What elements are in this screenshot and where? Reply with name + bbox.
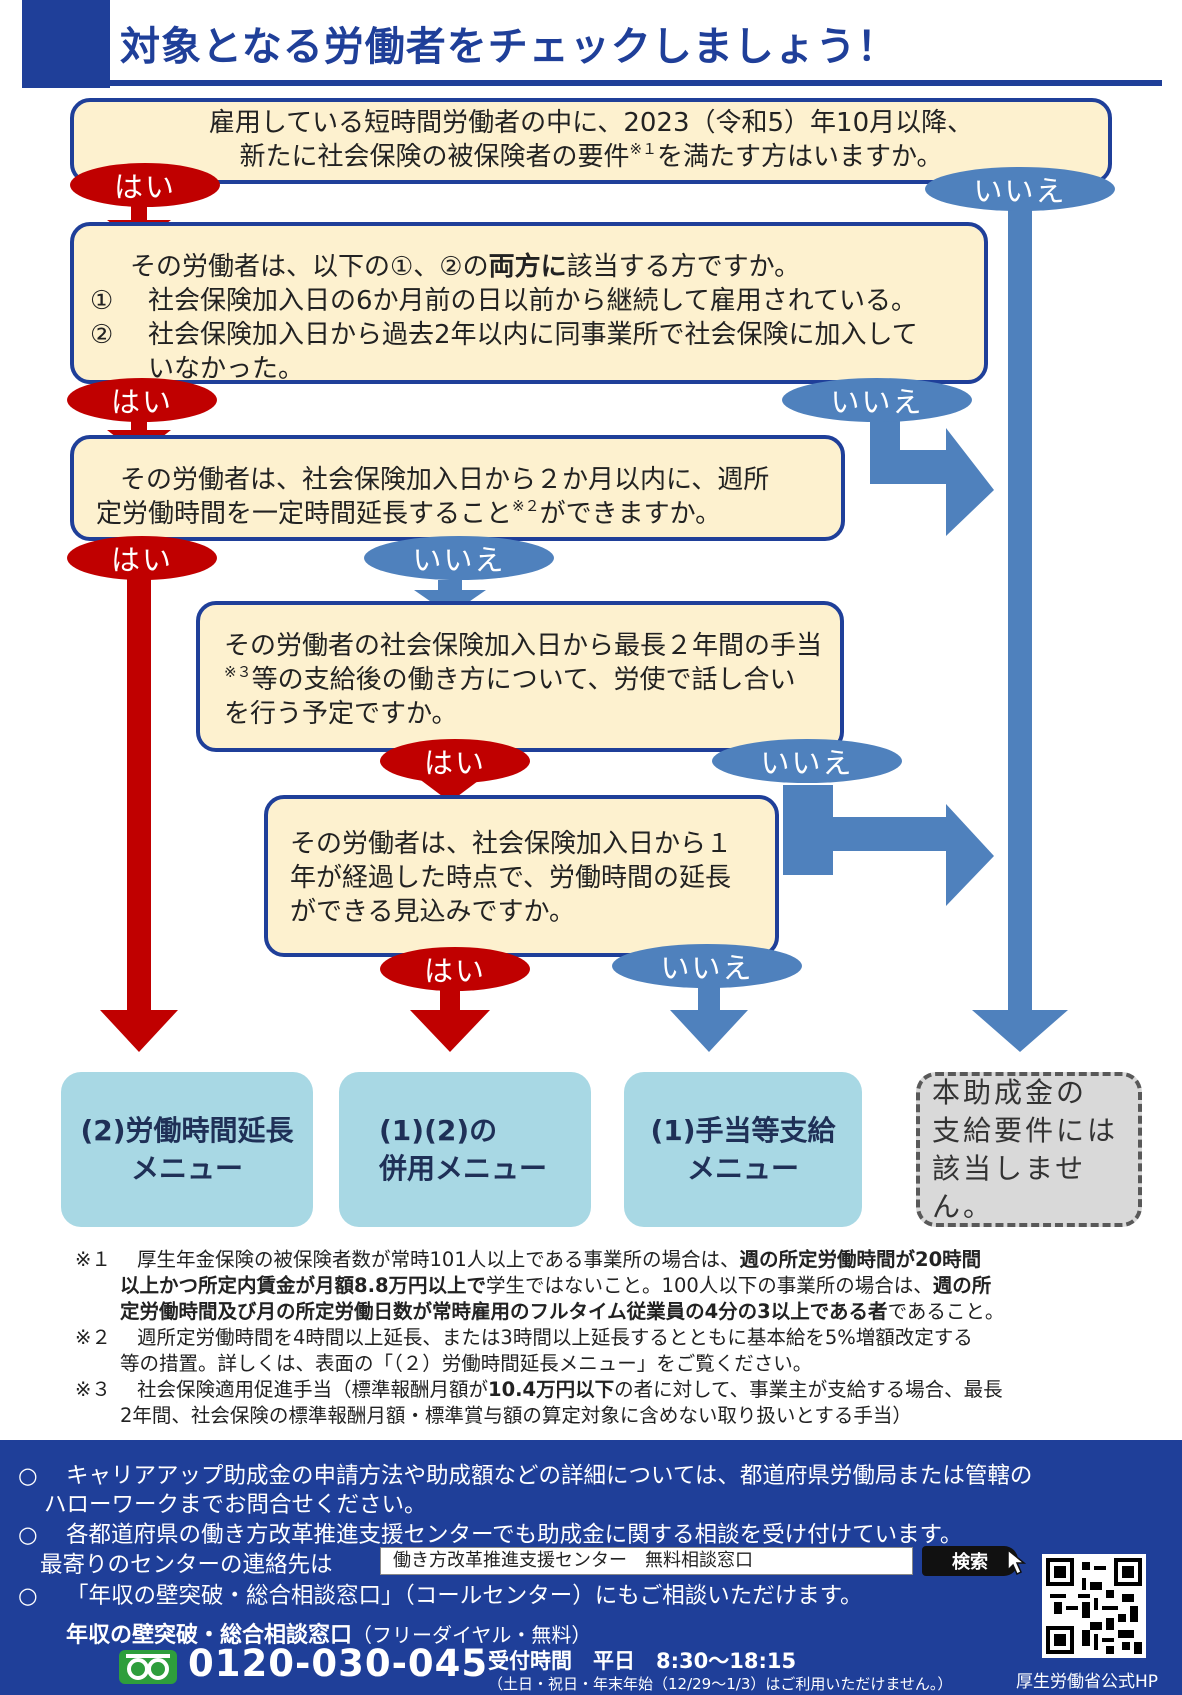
no-badge: いいえ [925,167,1115,211]
note-1-line-3: 定労働時間及び月の所定労働日数が常時雇用のフルタイム従業員の4分の3以上である者… [120,1300,1005,1323]
freedial-icon [119,1650,177,1684]
qr-code-icon[interactable] [1042,1554,1146,1658]
hotline-title: 年収の壁突破・総合相談窓口（フリーダイヤル・無料） [66,1623,592,1648]
page-title: 対象となる労働者をチェックしましょう！ [120,24,898,70]
note-3-line-2: 2年間、社会保険の標準報酬月額・標準賞与額の算定対象に含めない取り扱いとする手当… [120,1404,912,1427]
header-underline [110,80,1162,86]
question-3-line-1: その労働者は、社会保険加入日から２か月以内に、週所 [120,465,770,495]
arrow-right-blue [946,804,994,906]
no-badge: いいえ [712,739,902,783]
question-2-line-1: その労働者は、以下の①、②の両方に該当する方ですか。 [130,252,801,282]
arrow-right-blue [946,428,994,536]
question-box-4: その労働者の社会保険加入日から最長２年間の手当 ※３等の支給後の働き方について、… [196,601,844,752]
question-box-3: その労働者は、社会保険加入日から２か月以内に、週所 定労働時間を一定時間延長する… [70,435,845,541]
hotline-phone-number[interactable]: 0120-030-045 [188,1642,489,1685]
search-button[interactable]: 検索 [922,1546,1018,1576]
arrow-down-red [418,778,482,802]
qr-caption: 厚生労働省公式HP [1016,1672,1159,1692]
no-badge: いいえ [782,378,972,422]
question-4-line-1: その労働者の社会保険加入日から最長２年間の手当 [224,631,823,661]
arrow-down-red [410,1010,490,1052]
footer-bullet-1-cont: ハローワークまでお問合せください。 [44,1492,427,1518]
result-combined-menu: (1)(2)の 併用メニュー [339,1072,591,1227]
result-allowance-menu: (1)手当等支給 メニュー [624,1072,862,1227]
question-box-1: 雇用している短時間労働者の中に、2023（令和5）年10月以降、 新たに社会保険… [70,98,1112,184]
no-badge: いいえ [364,536,554,580]
arrow-down-blue [972,1010,1068,1052]
question-2-item-2-cont: いなかった。 [148,354,305,384]
result-not-eligible: 本助成金の 支給要件には 該当しません。 [916,1072,1142,1227]
note-2-line-2: 等の措置。詳しくは、表面の「（２）労働時間延長メニュー」をご覧ください。 [120,1352,813,1375]
question-5-line-2: 年が経過した時点で、労働時間の延長 [290,863,731,893]
yes-badge: はい [67,536,217,580]
no-badge: いいえ [612,944,802,988]
cursor-icon [1007,1548,1027,1576]
hotline-hours-note: （土日・祝日・年末年始（12/29～1/3）はご利用いただけません。） [488,1675,953,1693]
question-4-line-2: ※３等の支給後の働き方について、労使で話し合い [224,663,796,695]
footer-bullet-1: ○キャリアアップ助成金の申請方法や助成額などの詳細については、都道府県労働局また… [18,1463,1033,1489]
footer-bullet-2-cont: 最寄りのセンターの連絡先は [40,1552,333,1578]
yes-badge: はい [380,739,530,783]
question-4-line-3: を行う予定ですか。 [224,699,458,729]
hotline-hours: 受付時間 平日 8:30～18:15 [488,1649,797,1673]
question-1-line-2: 新たに社会保険の被保険者の要件※１を満たす方はいますか。 [239,140,943,172]
result-labor-hours-extension-menu: (2)労働時間延長 メニュー [61,1072,313,1227]
header-accent-block [22,0,110,88]
question-5-line-3: ができる見込みですか。 [290,897,575,927]
yes-badge: はい [70,163,220,207]
yes-badge: はい [380,947,530,991]
arrow-down-blue [670,1010,748,1052]
yes-badge: はい [67,378,217,422]
note-1-line-2: 以上かつ所定内賃金が月額8.8万円以上で学生ではないこと。100人以下の事業所の… [120,1274,992,1297]
question-1-line-1: 雇用している短時間労働者の中に、2023（令和5）年10月以降、 [208,108,974,138]
question-3-line-2: 定労働時間を一定時間延長すること※２ができますか。 [96,497,722,529]
search-input[interactable]: 働き方改革推進支援センター 無料相談窓口 [380,1547,913,1575]
question-box-5: その労働者は、社会保険加入日から１ 年が経過した時点で、労働時間の延長 ができる… [264,795,779,957]
arrow-down-red [100,1010,178,1052]
question-5-line-1: その労働者は、社会保険加入日から１ [290,829,733,859]
footer-bullet-2: ○各都道府県の働き方改革推進支援センターでも助成金に関する相談を受け付けています… [18,1522,963,1548]
footer-bullet-3: ○「年収の壁突破・総合相談窓口」（コールセンター）にもご相談いただけます。 [18,1583,863,1609]
